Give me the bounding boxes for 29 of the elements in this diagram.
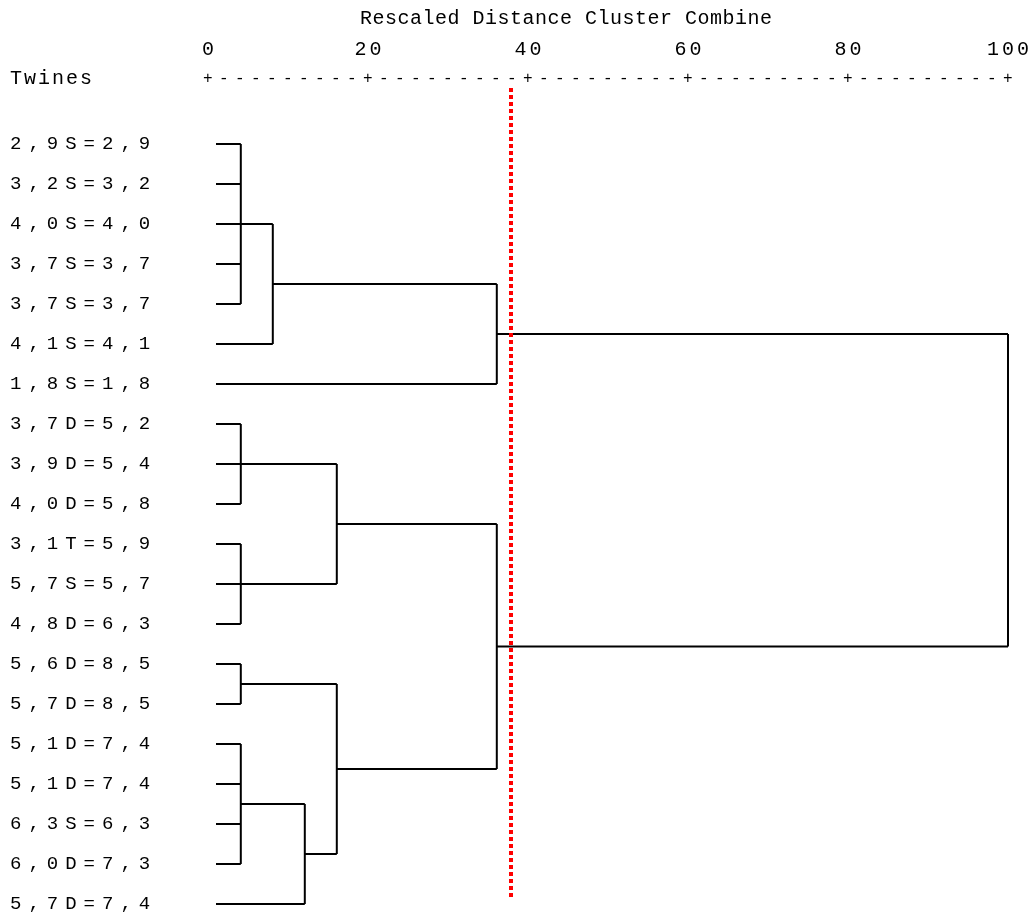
tick-label: 0 [202, 37, 217, 63]
axis-scale: +---------+---------+---------+---------+---------+ [203, 69, 1020, 90]
axis-title: Rescaled Distance Cluster Combine [360, 6, 773, 32]
tick-label: 100 [987, 37, 1032, 63]
leaf-label: 4,0S=4,0 [10, 212, 158, 236]
leaf-label: 2,9S=2,9 [10, 132, 158, 156]
tick-label: 40 [514, 37, 545, 63]
tick-label: 60 [674, 37, 705, 63]
leaf-label: 1,8S=1,8 [10, 372, 158, 396]
leaf-label: 5,7S=5,7 [10, 572, 158, 596]
leaf-label: 5,1D=7,4 [10, 732, 158, 756]
leaf-label: 3,7D=5,2 [10, 412, 158, 436]
leaf-label: 5,7D=7,4 [10, 892, 158, 916]
leaf-label: 3,9D=5,4 [10, 452, 158, 476]
leaf-label: 4,0D=5,8 [10, 492, 158, 516]
leaf-label: 6,0D=7,3 [10, 852, 158, 876]
leaf-label: 4,1S=4,1 [10, 332, 158, 356]
leaf-label: 5,6D=8,5 [10, 652, 158, 676]
leaf-label: 5,7D=8,5 [10, 692, 158, 716]
leaf-label: 3,2S=3,2 [10, 172, 158, 196]
leaf-label: 3,1T=5,9 [10, 532, 158, 556]
leaf-label: 6,3S=6,3 [10, 812, 158, 836]
tick-label: 20 [354, 37, 385, 63]
tick-label: 80 [834, 37, 865, 63]
axis-name: Twines [10, 66, 94, 92]
leaf-label: 3,7S=3,7 [10, 292, 158, 316]
leaf-label: 3,7S=3,7 [10, 252, 158, 276]
leaf-label: 4,8D=6,3 [10, 612, 158, 636]
leaf-label: 5,1D=7,4 [10, 772, 158, 796]
